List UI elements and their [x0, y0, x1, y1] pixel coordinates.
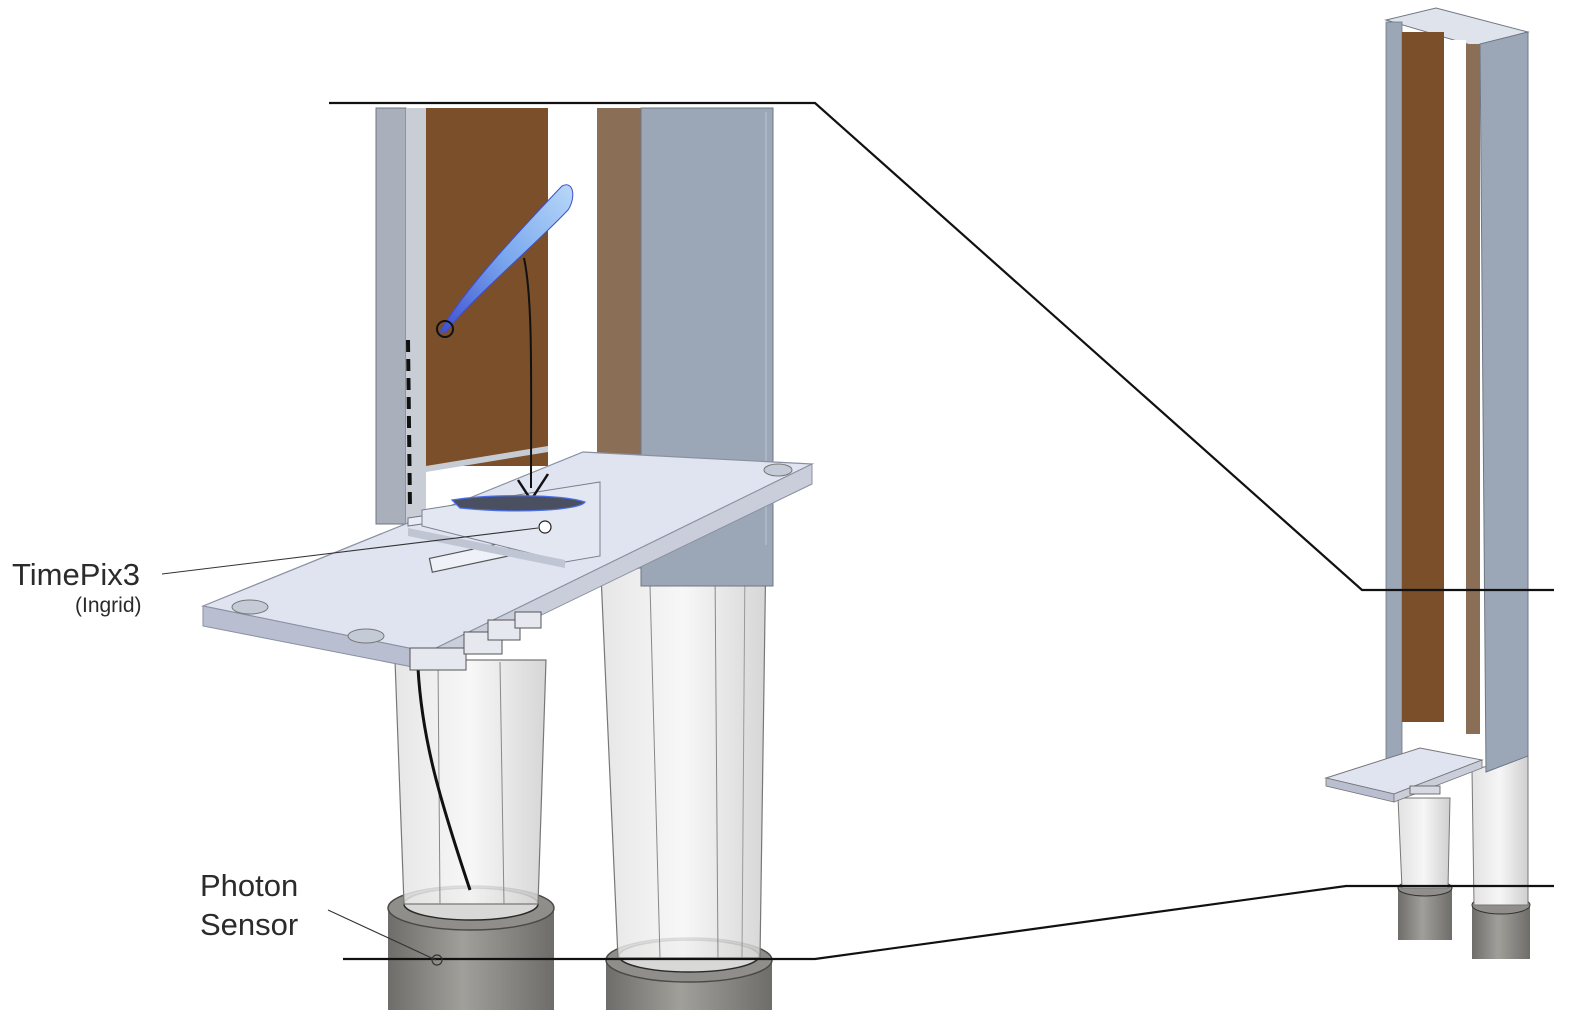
timepix-sublabel: (Ingrid): [75, 594, 142, 617]
light-guide-right: [600, 544, 767, 959]
readout-plate: [200, 451, 815, 671]
photon-label-line1: Photon: [200, 868, 299, 903]
photon-leader-line: [327, 909, 437, 961]
particle-track: [436, 184, 586, 534]
left-frame: [375, 107, 548, 525]
zoom-connector-lines: [329, 101, 1554, 961]
photon-leader-dot: [431, 954, 443, 966]
timepix-label: TimePix3: [12, 557, 141, 592]
photon-label-line2: Sensor: [200, 907, 299, 942]
light-guide-left: [394, 659, 547, 905]
timepix-leader-line: [161, 527, 539, 575]
overview-detector: [1324, 7, 1531, 959]
